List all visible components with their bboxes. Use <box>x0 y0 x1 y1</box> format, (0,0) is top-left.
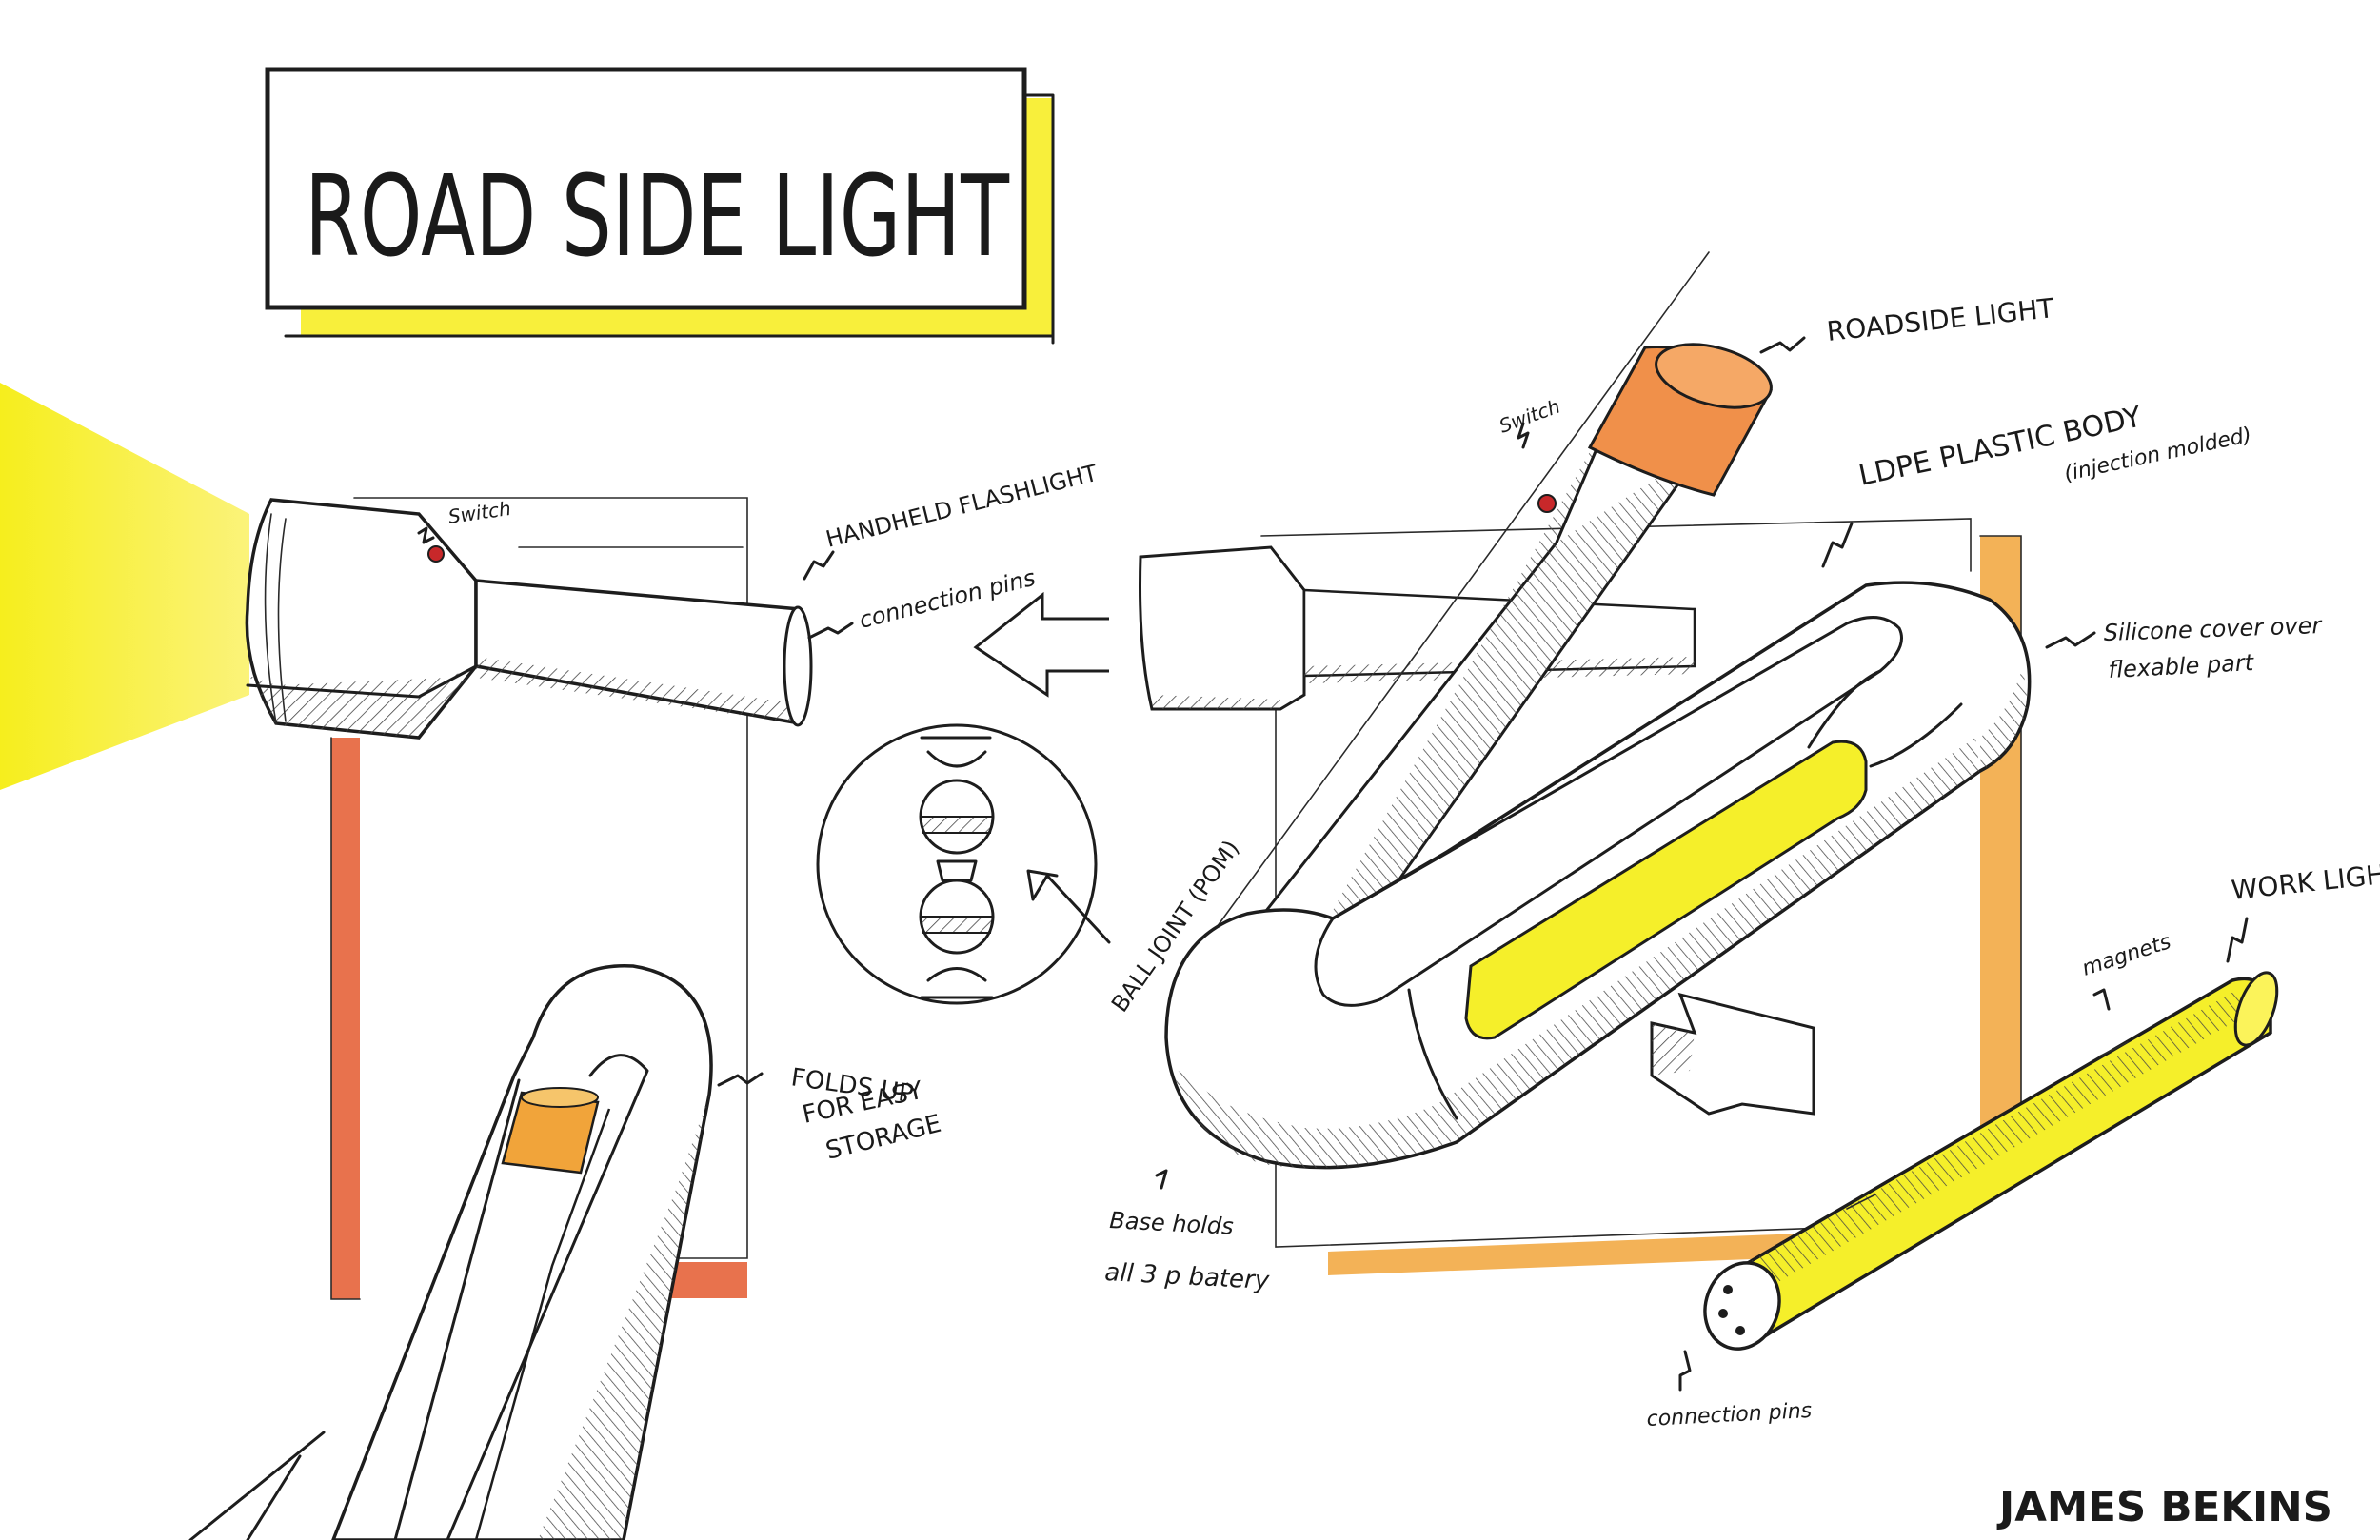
label-silicone-cover: Silicone cover over <box>2103 612 2324 646</box>
arrow-down-right <box>1650 992 1815 1116</box>
label-switch-right: Switch <box>1497 395 1563 438</box>
ball-joint-detail <box>816 723 1098 1005</box>
label-switch-left: Switch <box>446 497 512 528</box>
left-assembly <box>0 383 1109 1540</box>
roadside-light-stick <box>1170 251 1773 991</box>
label-handheld-flashlight: HANDHELD FLASHLIGHT <box>823 460 1101 553</box>
bent-arm <box>1164 581 2032 1170</box>
label-magnets: magnets <box>2079 930 2173 981</box>
label-work-light: WORK LIGHT <box>2230 857 2380 906</box>
right-assembly <box>1139 251 2279 1351</box>
switch-button-right <box>1537 494 1557 513</box>
page-title: ROAD SIDE LIGHT <box>305 150 1010 282</box>
work-light-stick <box>1703 971 2279 1351</box>
annotation-leaders <box>417 336 2249 1392</box>
light-beam <box>0 383 249 790</box>
handheld-flashlight <box>245 498 813 740</box>
folded-light <box>188 963 713 1540</box>
arm-light-panel <box>1464 740 1868 1040</box>
base-side-strip <box>331 738 360 1299</box>
arrow-left <box>973 591 1109 698</box>
title-box: ROAD SIDE LIGHT <box>265 67 1055 345</box>
label-roadside-light: ROADSIDE LIGHT <box>1825 292 2056 347</box>
switch-button-left <box>427 545 445 563</box>
base-bottom-strip <box>671 1262 747 1298</box>
label-base-holds: Base holds <box>1109 1207 1235 1240</box>
author-signature: JAMES BEKINS <box>1996 1483 2332 1531</box>
label-flexable-part: flexable part <box>2108 649 2256 683</box>
right-bottom-strip <box>1328 1233 1828 1275</box>
title-box-frame <box>265 67 1027 310</box>
label-battery: all 3 p batery <box>1104 1258 1271 1295</box>
label-connection-pins-right: connection pins <box>1646 1399 1813 1431</box>
label-ldpe-body: LDPE PLASTIC BODY <box>1855 401 2145 493</box>
